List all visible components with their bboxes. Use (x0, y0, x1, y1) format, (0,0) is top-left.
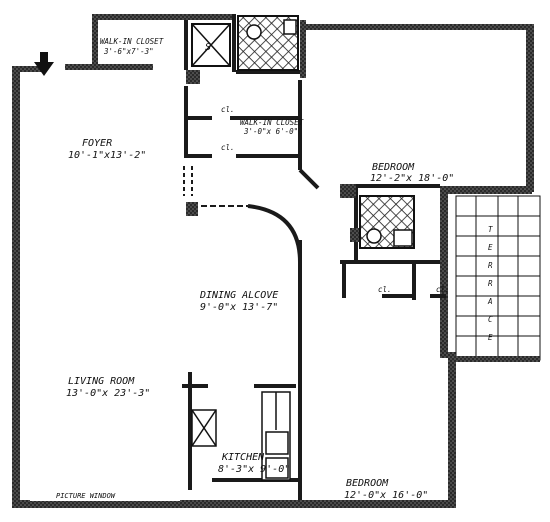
terrace-label: T E R R A C E (487, 225, 493, 342)
cl-label-2: cl. (221, 143, 235, 152)
bedroom-lower-name: BEDROOM (346, 478, 389, 489)
kitchen-fixtures (191, 391, 291, 481)
living-room-dims: 13'-0"x 23'-3" (66, 388, 150, 399)
tub-lower (393, 229, 413, 247)
closet-mid-dims: 3'-0"x 6'-0" (243, 127, 298, 136)
closet-mid-name: WALK-IN CLOSET (240, 118, 304, 127)
bedroom-upper-dims: 12'-2"x 18'-0" (370, 173, 454, 184)
bedroom-upper-name: BEDROOM (372, 162, 415, 173)
foyer-dims: 10'-1"x13'-2" (68, 150, 146, 161)
foyer-name: FOYER (82, 138, 112, 149)
svg-text:R: R (488, 279, 493, 288)
picture-window-label: PICTURE WINDOW (56, 492, 116, 500)
terrace-wall (448, 356, 540, 362)
kitchen-name: KITCHEN (221, 452, 265, 463)
closet-top-name: WALK-IN CLOSET (100, 37, 164, 46)
svg-text:C: C (488, 315, 493, 324)
dining-alcove-name: DINING ALCOVE (199, 290, 278, 301)
cl-label-4: cl. (436, 285, 450, 294)
columns (186, 70, 360, 242)
svg-text:T: T (488, 225, 493, 234)
svg-text:A: A (487, 297, 493, 306)
terrace (455, 195, 541, 361)
closet-top-dims: 3'-6"x7'-3" (103, 47, 154, 56)
stair-box (191, 23, 231, 67)
cl-label-3: cl. (378, 285, 392, 294)
sink-upper (283, 19, 297, 35)
bedroom-lower-dims: 12'-0"x 16'-0" (344, 490, 428, 501)
toilet-icon (246, 24, 262, 40)
interior-walls (182, 14, 446, 500)
entry-arrow-icon (34, 52, 54, 76)
cl-label-1: cl. (221, 105, 235, 114)
dining-alcove-dims: 9'-0"x 13'-7" (200, 302, 278, 313)
dining-alcove-curve (247, 204, 302, 263)
exterior-walls (12, 14, 534, 508)
living-room-name: LIVING ROOM (68, 376, 135, 387)
stair-label: S (205, 42, 211, 53)
toilet-lower-icon (366, 228, 382, 244)
kitchen-dims: 8'-3"x 9'-0" (218, 464, 290, 475)
svg-text:E: E (488, 243, 493, 252)
svg-text:E: E (488, 333, 493, 342)
svg-text:R: R (488, 261, 493, 270)
